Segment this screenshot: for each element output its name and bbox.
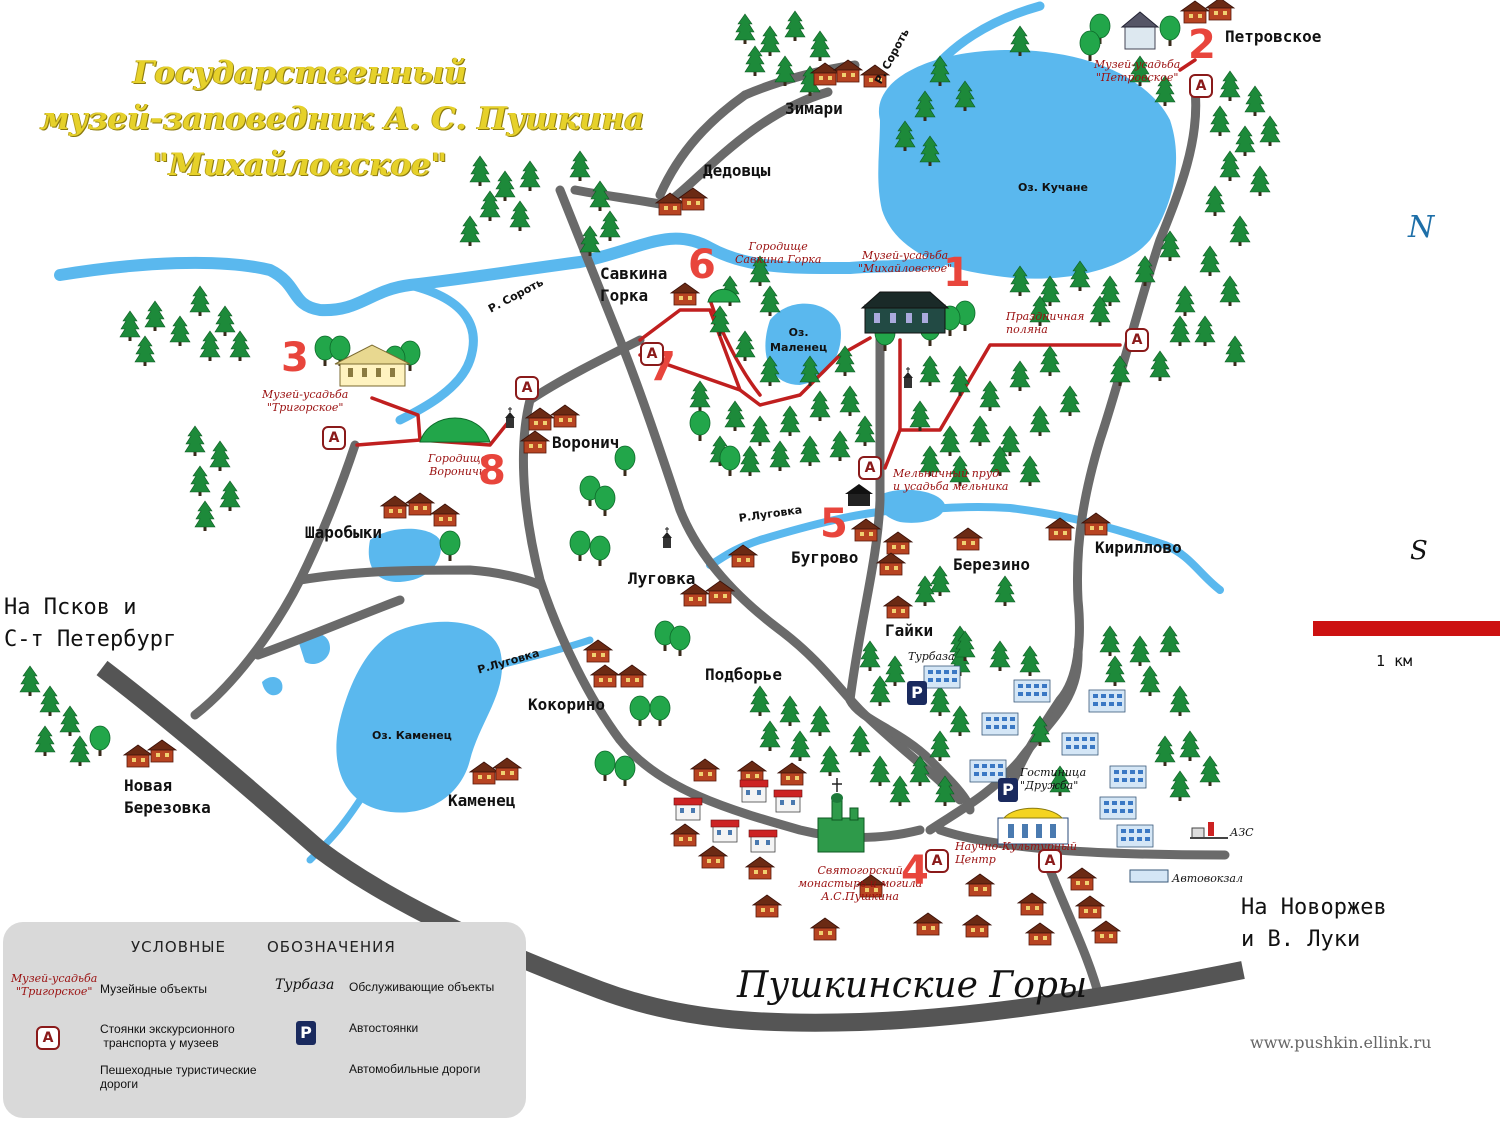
mill-house: [845, 484, 873, 506]
map-title: Государственный музей-заповедник А. С. П…: [40, 55, 645, 183]
museum-voronich-hillfort[interactable]: Городище Вороничи: [428, 452, 488, 478]
marker-number-8: 8: [478, 448, 506, 494]
legend-bus-text: Стоянки экскурсионного транспорта у музе…: [100, 1022, 235, 1050]
village-voronich: Воронич: [552, 433, 620, 452]
water-layer: [262, 50, 1177, 813]
village-savkina-gorka: Савкина Горка: [600, 264, 668, 305]
estate-mikhailovskoe: [860, 291, 950, 334]
legend-service-sample: Турбаза: [275, 977, 335, 993]
village-zimari: Зимари: [785, 99, 843, 118]
lake-kuchane: Оз. Кучане: [1018, 181, 1088, 194]
museum-savkina-gorka[interactable]: Городище Савкина Горка: [735, 240, 822, 266]
parking-sign-hotel: P: [998, 778, 1018, 802]
museum-mill[interactable]: Мельничный пруд и усадьба мельника: [893, 467, 1009, 493]
service-hotel: Гостиница "Дружба": [1020, 766, 1087, 792]
marker-number-4: 4: [901, 848, 929, 894]
culture-centre: [997, 807, 1069, 845]
bus-stop-sign-savkina: A: [640, 342, 664, 366]
highway: [96, 660, 1245, 1032]
legend-museum-text: Музейные объекты: [100, 982, 207, 996]
lake-kamenets: Оз. Каменец: [372, 729, 452, 742]
compass-south: S: [1410, 536, 1428, 566]
village-podborie: Подборье: [705, 665, 783, 684]
bus-station: [1129, 869, 1169, 883]
bus-stop-sign-petrovskoe: A: [1189, 74, 1213, 98]
marker-number-1: 1: [943, 250, 971, 296]
estate-petrovskoe: [1120, 11, 1160, 50]
marker-number-5: 5: [820, 501, 848, 547]
direction-pskov: На Псков и С-т Петербург: [4, 595, 177, 652]
museum-trigorskoe[interactable]: Музей-усадьба "Тригорское": [262, 388, 349, 414]
legend-museum-sample: Музей-усадьба "Тригорское": [11, 972, 98, 998]
direction-novorzhev: На Новоржев и В. Луки: [1241, 895, 1387, 952]
legend-road-text: Автомобильные дороги: [349, 1062, 481, 1076]
marker-number-2: 2: [1188, 22, 1216, 68]
village-gaiki: Гайки: [885, 621, 934, 640]
hills: [419, 288, 741, 443]
legend-bus-stop-icon: A: [36, 1026, 60, 1050]
legend-heading-left: УСЛОВНЫЕ: [131, 938, 226, 956]
museum-svyatogorsky-monastery[interactable]: Святогорский монастырь и могила А.С.Пушк…: [798, 864, 923, 903]
lake-malenets: Оз. Маленец: [770, 326, 828, 354]
monastery: [817, 778, 865, 853]
service-turbaza: Турбаза: [908, 650, 955, 663]
village-berezino: Березино: [953, 555, 1031, 574]
museum-petrovskoe[interactable]: Музей-усадьба "Петровское": [1094, 58, 1181, 84]
compass-north: N: [1408, 210, 1435, 245]
marker-number-6: 6: [688, 242, 716, 288]
scale-bar: [1313, 621, 1500, 636]
village-kokorino: Кокорино: [528, 695, 606, 714]
bus-stop-sign-monastery: A: [925, 849, 949, 873]
scale-label: 1 км: [1376, 652, 1413, 670]
village-dedovtsy: Дедовцы: [703, 161, 771, 180]
museum-culture-centre[interactable]: Научно-Культурный Центр: [955, 840, 1077, 866]
legend-panel: УСЛОВНЫЕ ОБОЗНАЧЕНИЯ Музей-усадьба "Триг…: [3, 922, 526, 1118]
gas-station: [1190, 822, 1228, 839]
village-sharobyki: Шаробыки: [305, 523, 383, 542]
bus-stop-sign-trigorskoe: A: [322, 426, 346, 450]
legend-parking-text: Автостоянки: [349, 1021, 419, 1035]
service-bus-station: Автовокзал: [1172, 872, 1243, 885]
bus-stop-sign-voronich: A: [515, 376, 539, 400]
village-petrovskoe: Петровское: [1225, 27, 1322, 46]
bus-stop-sign-centre: A: [1038, 849, 1062, 873]
museum-mikhailovskoe[interactable]: Музей-усадьба "Михайловское": [858, 249, 953, 275]
marker-number-3: 3: [281, 335, 309, 381]
museum-prazdnichnaya-polyana[interactable]: Праздничная поляна: [1006, 310, 1085, 336]
village-novaya-berezovka: Новая Березовка: [124, 776, 211, 817]
city-pushkinskie-gory: Пушкинские Горы: [737, 965, 1088, 1006]
village-kamenets: Каменец: [448, 791, 516, 810]
legend-path-text: Пешеходные туристические дороги: [100, 1063, 257, 1091]
village-bugrovo: Бугрово: [791, 548, 859, 567]
estate-trigorskoe: [334, 344, 411, 387]
bus-stop-sign-mill: A: [858, 456, 882, 480]
service-azs: АЗС: [1230, 826, 1254, 839]
legend-parking-icon: P: [296, 1021, 316, 1045]
bus-stop-sign-prazdnichnaya: A: [1125, 328, 1149, 352]
website-url[interactable]: www.pushkin.ellink.ru: [1250, 1033, 1432, 1052]
legend-heading-right: ОБОЗНАЧЕНИЯ: [267, 938, 396, 956]
parking-sign-turbaza: P: [907, 681, 927, 705]
legend-service-text: Обслуживающие объекты: [349, 980, 495, 994]
village-kirillovo: Кириллово: [1095, 538, 1182, 557]
village-lugovka: Луговка: [628, 569, 696, 588]
